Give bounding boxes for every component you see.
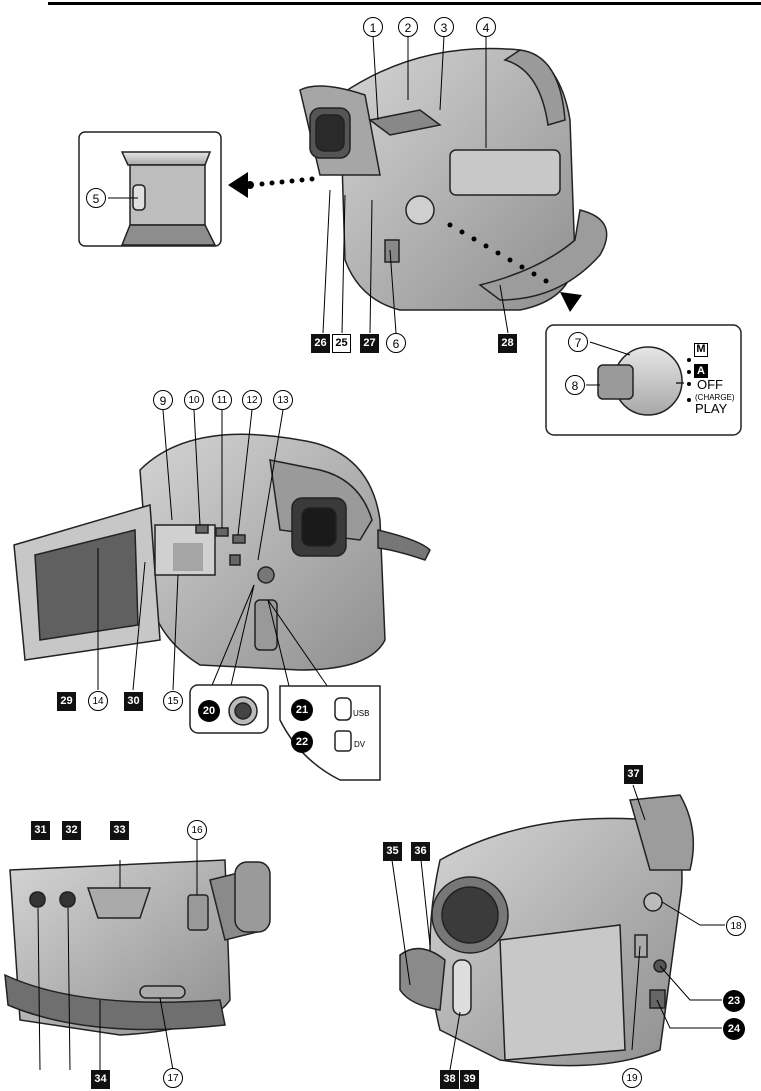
callout-25: 25 [332,334,351,353]
bottom-right-camcorder [400,795,693,1066]
callout-26: 26 [311,334,330,353]
bottom-left-camcorder [5,860,270,1035]
callout-33: 33 [110,821,129,840]
callout-38: 38 [440,1070,459,1089]
dv-label: DV [354,740,365,749]
callout-22: 22 [291,731,313,753]
callout-7: 7 [568,332,588,352]
callout-34: 34 [91,1070,110,1089]
callout-37: 37 [624,765,643,784]
callout-15: 15 [163,691,183,711]
callout-5: 5 [86,188,106,208]
callout-29: 29 [57,692,76,711]
callout-20: 20 [198,700,220,722]
callout-39: 39 [460,1070,479,1089]
callout-21: 21 [291,699,313,721]
dial-m-label: M [694,343,708,357]
callout-32: 32 [62,821,81,840]
top-camcorder [300,48,607,310]
callout-14: 14 [88,691,108,711]
callout-12: 12 [242,390,262,410]
callout-27: 27 [360,334,379,353]
usb-label: USB [353,709,369,718]
callout-1: 1 [363,17,383,37]
callout-17: 17 [163,1068,183,1088]
callout-31: 31 [31,821,50,840]
callout-28: 28 [498,334,517,353]
callout-6: 6 [386,333,406,353]
callout-36: 36 [411,842,430,861]
callout-8: 8 [565,375,585,395]
callout-23: 23 [723,990,745,1012]
callout-11: 11 [212,390,232,410]
callout-30: 30 [124,692,143,711]
callout-13: 13 [273,390,293,410]
callout-9: 9 [153,390,173,410]
callout-35: 35 [383,842,402,861]
dial-a-label: A [694,364,708,378]
callout-3: 3 [434,17,454,37]
callout-19: 19 [622,1068,642,1088]
callout-18: 18 [726,916,746,936]
callout-4: 4 [476,17,496,37]
callout-16: 16 [187,820,207,840]
dial-off-label: OFF [697,378,723,392]
callout-24: 24 [723,1018,745,1040]
callout-10: 10 [184,390,204,410]
callout-2: 2 [398,17,418,37]
dial-play-label: PLAY [695,402,727,416]
